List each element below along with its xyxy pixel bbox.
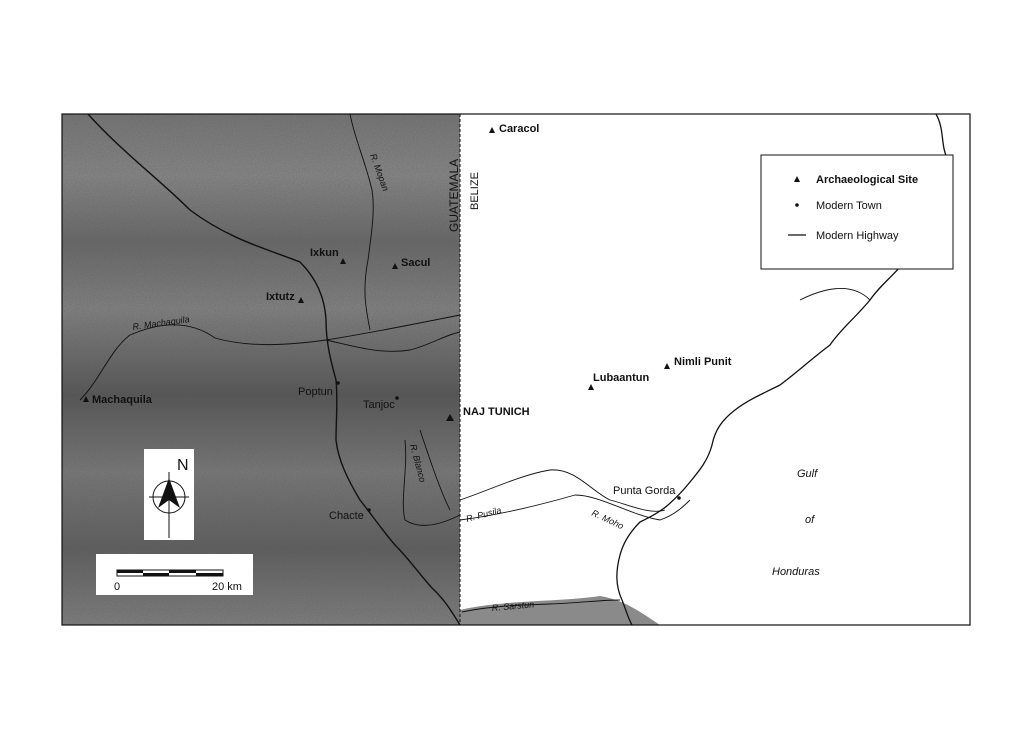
site-marker-nimli-punit [664,363,670,369]
legend-site-icon [794,176,800,182]
label-belize: BELIZE [469,172,481,210]
label-guatemala: GUATEMALA [447,159,461,232]
town-marker-tanjoc [395,396,399,400]
legend-town-icon [795,203,799,207]
north-arrow-label: N [177,457,189,474]
site-marker-sacul [392,263,398,269]
rivers [79,113,871,613]
town-poptun: Poptun [298,386,333,398]
water-label-gulf: Gulf [797,468,818,480]
scale-start: 0 [114,581,120,593]
river-belize-north [799,288,871,301]
river-blanco [402,439,461,526]
legend-modern-highway: Modern Highway [816,230,899,242]
water-label-honduras: Honduras [772,566,820,578]
river-sarstun [461,599,621,613]
town-tanjoc: Tanjoc [363,399,395,411]
town-punta-gorda: Punta Gorda [613,485,676,497]
site-naj-tunich: NAJ TUNICH [463,406,530,418]
river-machaquila [79,314,461,401]
scale-bar: 0 20 km [96,554,253,595]
town-marker-punta-gorda [677,496,681,500]
site-marker-ixkun [340,258,346,264]
site-machaquila: Machaquila [92,394,153,406]
scale-end: 20 km [212,581,242,593]
site-lubaantun: Lubaantun [593,372,649,384]
water-label-of: of [805,514,815,526]
modern-towns: Poptun Tanjoc Chacte Punta Gorda [298,381,681,522]
site-marker-naj-tunich [446,414,454,421]
modern-highway [87,113,461,626]
river-moho [459,494,691,521]
site-marker-lubaantun [588,384,594,390]
archaeological-sites: Caracol Ixkun Sacul Ixtutz Machaquila NA… [83,123,732,421]
site-marker-caracol [489,127,495,133]
legend: Archaeological Site Modern Town Modern H… [760,154,954,270]
town-chacte: Chacte [329,510,364,522]
site-caracol: Caracol [499,123,539,135]
river-label-moho: R. Moho [590,508,625,531]
legend-modern-town: Modern Town [816,200,882,212]
site-marker-ixtutz [298,297,304,303]
town-marker-poptun [336,381,340,385]
river-tributary-1 [325,331,461,352]
river-tributary-2 [419,429,451,511]
river-pusila [459,469,666,512]
site-ixkun: Ixkun [310,247,339,259]
town-marker-chacte [367,508,371,512]
site-ixtutz: Ixtutz [266,291,295,303]
site-sacul: Sacul [401,257,430,269]
site-marker-machaquila [83,396,89,402]
river-label-sarstun: R. Sarstun [491,599,534,613]
river-mopan [349,113,374,331]
map-border [61,113,971,626]
north-arrow: N [144,449,194,540]
legend-archaeological-site: Archaeological Site [816,174,918,186]
river-label-pusila: R. Pusila [465,505,502,524]
guatemala-south-area [460,596,660,625]
north-arrow-icon [158,478,180,508]
site-nimli-punit: Nimli Punit [674,356,732,368]
